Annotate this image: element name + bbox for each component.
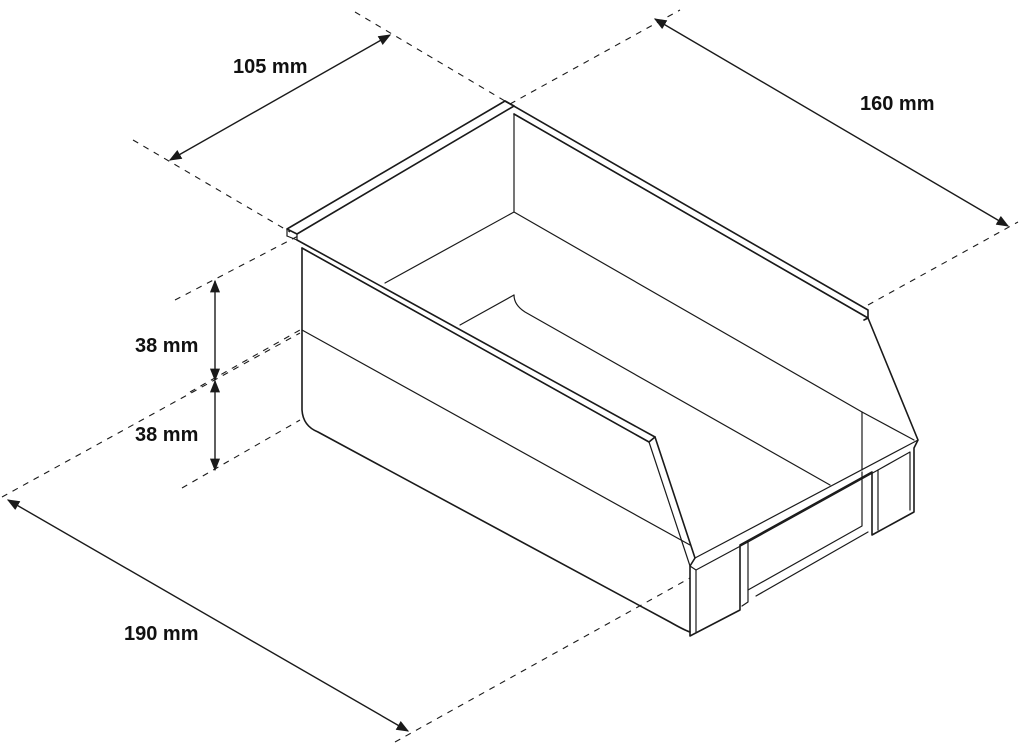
label-38mm-upper: 38 mm: [135, 335, 198, 357]
bin-rim-front: [296, 239, 656, 443]
dimension-lines: [6, 18, 1010, 732]
dim-line-190: [6, 499, 410, 732]
label-105mm: 105 mm: [233, 56, 308, 78]
bin-inner-back-wall: [384, 113, 515, 284]
dim-line-160: [653, 18, 1010, 227]
bin-side-left: [301, 247, 691, 633]
bin-inner-floor: [513, 294, 831, 486]
extension-lines: [1, 9, 1019, 743]
label-190mm: 190 mm: [124, 623, 199, 645]
label-160mm: 160 mm: [860, 93, 935, 115]
bin-stack-line: [301, 329, 691, 546]
bin-front-inner: [648, 441, 691, 567]
bin-rim-left: [286, 100, 515, 235]
label-38mm-lower: 38 mm: [135, 424, 198, 446]
dim-line-105: [168, 34, 392, 161]
bin-rim-back: [504, 100, 869, 319]
storage-bin: [286, 100, 919, 637]
